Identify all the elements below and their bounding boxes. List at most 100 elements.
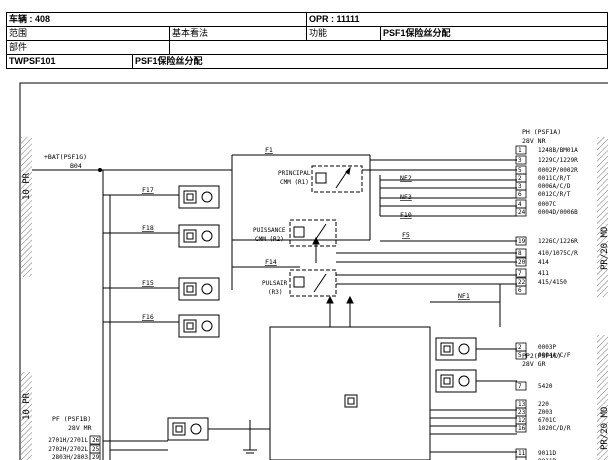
ph-wire-label: 0006A/C/D	[538, 183, 571, 190]
ph-wire-label: 415/4150	[538, 279, 567, 286]
ph-pin-row: 2 0011C/R/T	[515, 173, 571, 183]
pp2-pin-row: 9011D	[515, 456, 556, 460]
function-label: 功能	[309, 28, 328, 38]
ph-pin-number: 5	[518, 167, 522, 174]
module-pp2-b	[435, 369, 477, 393]
fuse-f18: F18	[142, 224, 154, 232]
busbars	[100, 154, 371, 460]
pp2-pin-number: 11	[518, 450, 526, 457]
ph-wire-label: 1229C/1229R	[538, 157, 578, 164]
pp2-wire-label: 9011D	[538, 458, 556, 460]
module-pf	[167, 417, 209, 441]
doc-code: TWPSF101	[9, 56, 56, 66]
connector-pf: PF (PSF1B) 28V MR 262701H/2701L252702H/2…	[48, 415, 101, 460]
ph-pin-number: 22	[518, 279, 526, 286]
ph-wire-label: 410/1075C/R	[538, 250, 578, 257]
part-label: 部件	[9, 42, 28, 52]
ph-pin-row: 6	[515, 285, 527, 295]
pp2-wires	[430, 409, 517, 453]
left-border-label-top: 10 PR	[22, 172, 32, 200]
pp2-pin-number: 2	[518, 344, 522, 351]
relay-r2-name: PUISSANCE	[253, 227, 286, 234]
ph-pin-number: 24	[518, 209, 526, 216]
fuse-f1: F1	[265, 146, 273, 154]
connector-ph-subtitle: 28V NR	[522, 137, 546, 145]
ph-wire-label: 1248B/BM01A	[538, 147, 578, 154]
pp2-pin-row: 11 9011D	[515, 448, 556, 458]
fuse-nf2: NF2	[400, 174, 412, 182]
ph-wire-label: 0004D/0006B	[538, 209, 578, 216]
ph-pin-number: 4	[518, 201, 522, 208]
fuse-labels: F1 F17 F18 F14 F15 F16 F5 NF2 NF3 F10 NF…	[142, 146, 470, 321]
pp2-pin-cell	[515, 456, 527, 460]
ph-pin-number: 3	[518, 157, 522, 164]
control-unit-block	[269, 326, 431, 460]
doc-code-description: PSF1保险丝分配	[135, 56, 203, 66]
fuse-f17: F17	[142, 186, 154, 194]
pf-wire-label: 2803H/2803	[52, 454, 89, 460]
fuse-f16: F16	[142, 313, 154, 321]
ph-pin-row: 22 415/4150	[515, 277, 567, 287]
module-f17	[178, 185, 220, 209]
ph-wire-label: 414	[538, 259, 549, 266]
right-border-label-bottom: PR/20 MO	[600, 407, 608, 450]
ph-pin-row: 3 1229C/1229R	[515, 155, 578, 165]
ph-pin-row: 6 0012C/R/T	[515, 189, 571, 199]
control-unit-icon	[344, 394, 358, 408]
ph-pin-number: 6	[518, 191, 522, 198]
header-table: 车辆 : 408 OPR : 11111 范围 基本看法 功能 PSF1保险丝分…	[0, 0, 608, 70]
ph-pin-cell	[515, 189, 527, 199]
fuse-f14: F14	[265, 258, 277, 266]
ph-wire-label: 0007C	[538, 201, 556, 208]
module-pp2-a	[435, 337, 477, 361]
ph-pin-number: 2	[518, 175, 522, 182]
ph-pin-number: 19	[518, 238, 526, 245]
supply-pin: B04	[70, 162, 82, 170]
pp2-wire-label: 5420	[538, 383, 553, 390]
ph-wire-label: 0011C/R/T	[538, 175, 571, 182]
connector-pf-title: PF (PSF1B)	[52, 415, 91, 423]
pf-pin-cell	[89, 435, 101, 445]
signal-arrows	[312, 236, 354, 327]
ph-pin-row: 24 0004D/0006B	[515, 207, 578, 217]
pp2-pin-number: 7	[518, 383, 522, 390]
pf-pin-number: 29	[92, 454, 100, 460]
pp2-wire-label: 0003P	[538, 344, 556, 351]
range-label: 范围	[9, 28, 28, 38]
ph-pin-number: 7	[518, 270, 522, 277]
connector-ph-title: PH (PSF1A)	[522, 128, 561, 136]
pf-wire-label: 2702H/2702L	[48, 446, 88, 453]
relay-r2	[289, 219, 337, 247]
relay-r3-id: (R3)	[268, 289, 282, 296]
ph-wire-label: 0012C/R/T	[538, 191, 571, 198]
relay-r1	[311, 165, 363, 193]
pf-wires	[103, 428, 270, 451]
right-border-hatch-bottom	[597, 335, 608, 460]
control-unit-icon-inner	[347, 397, 355, 405]
connector-pp2-subtitle: 28V GR	[522, 360, 546, 368]
function-value: PSF1保险丝分配	[383, 28, 451, 38]
pp2-pin-number: 13	[518, 401, 526, 408]
pp2-wire-label: Z003	[538, 409, 553, 416]
fuse-nf3: NF3	[400, 193, 412, 201]
relay-r3	[289, 269, 337, 297]
pp2-pin-row: 7 5420	[515, 381, 553, 391]
pp2-wire-label: 1020C/D/R	[538, 425, 571, 432]
opr-field: OPR : 11111	[309, 14, 360, 24]
right-border-hatch-top	[597, 137, 608, 297]
opr-label: OPR	[309, 14, 329, 24]
pp2-wire-label: 220	[538, 401, 549, 408]
connector-pf-subtitle: 28V MR	[68, 424, 92, 432]
